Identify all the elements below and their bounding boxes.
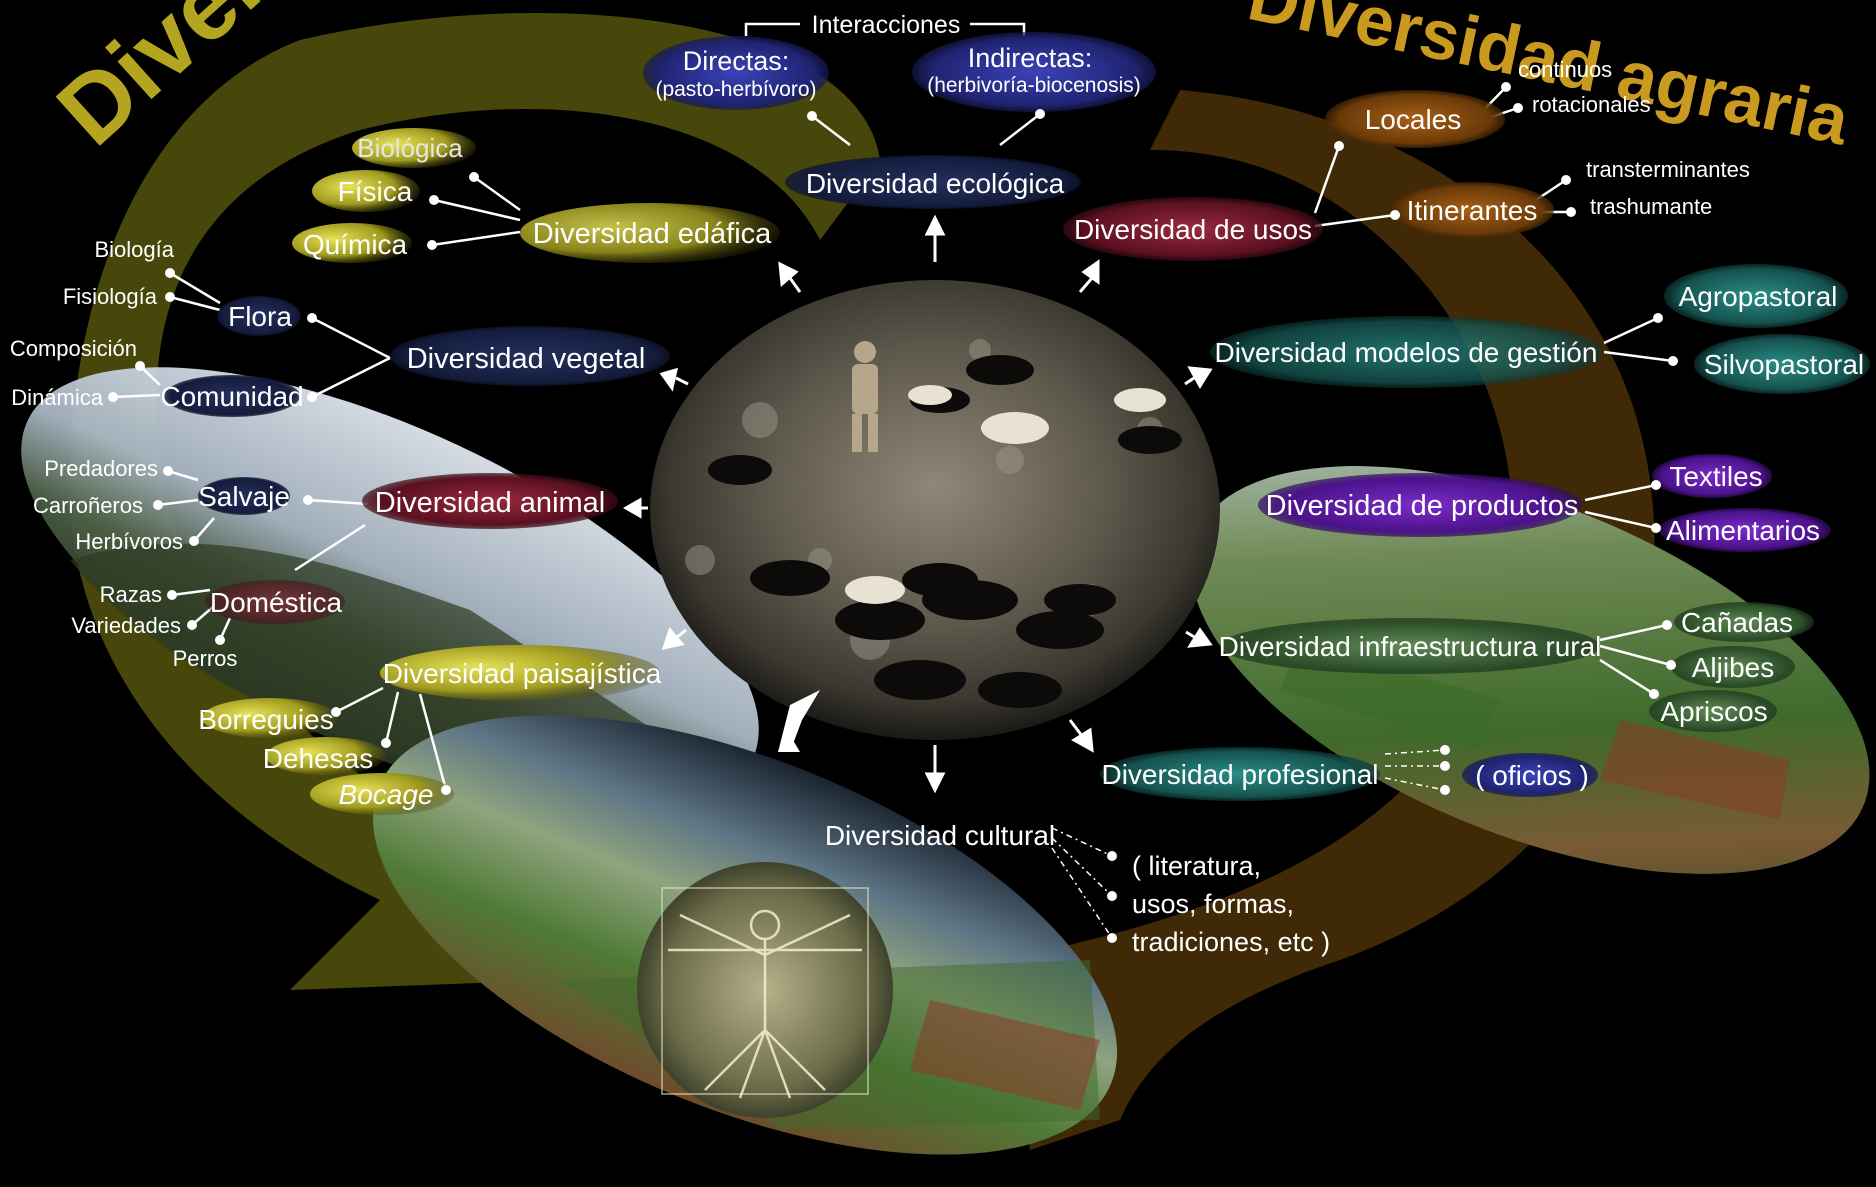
- bubble-borreguies: [202, 698, 338, 738]
- label-locales: Locales: [1365, 104, 1462, 135]
- label-itinerantes: Itinerantes: [1407, 195, 1538, 226]
- bubble-gestion: [1210, 316, 1602, 388]
- bubble-dehesas: [266, 737, 386, 775]
- label-rotacionales: rotacionales: [1532, 92, 1651, 117]
- bubble-comunidad: [164, 375, 300, 417]
- bubble-quimica: [292, 223, 412, 263]
- bubble-profesional: [1100, 747, 1380, 801]
- label-quimica: Química: [303, 229, 408, 260]
- bubble-locales: [1325, 90, 1505, 148]
- vitruvian-man-image: [637, 862, 893, 1118]
- label-vegetal: Diversidad vegetal: [407, 343, 646, 375]
- label-bocage: Bocage: [339, 779, 434, 810]
- label-salvaje: Salvaje: [198, 481, 290, 512]
- label-paisajistica: Diversidad paisajística: [383, 658, 662, 689]
- label-cultural: Diversidad cultural: [825, 820, 1055, 851]
- bubble-domestica: [205, 580, 345, 624]
- label-herbivoros: Herbívoros: [75, 529, 183, 554]
- label-edafica: Diversidad edáfica: [533, 218, 772, 250]
- label-apriscos: Apriscos: [1660, 696, 1767, 727]
- label-usos: Diversidad de usos: [1074, 214, 1312, 245]
- bubble-canadas: [1674, 602, 1814, 642]
- bubble-oficios: [1462, 753, 1598, 797]
- label-transterminantes: transterminantes: [1586, 157, 1750, 182]
- label-fisiologia: Fisiología: [63, 284, 158, 309]
- label-razas: Razas: [100, 582, 162, 607]
- bubble-apriscos: [1649, 690, 1777, 732]
- label-directas: Directas:: [683, 46, 790, 76]
- label-alimentarios: Alimentarios: [1666, 515, 1820, 546]
- bubble-aljibes: [1671, 646, 1795, 688]
- label-biologica: Biológica: [357, 133, 463, 163]
- label-interacciones: Interacciones: [812, 11, 961, 39]
- bubble-usos: [1063, 197, 1323, 261]
- label-oficios: ( oficios ): [1475, 760, 1589, 791]
- label-composicion: Composición: [10, 336, 137, 361]
- label-silvopastoral: Silvopastoral: [1704, 349, 1864, 380]
- bubble-biologica: [352, 128, 476, 168]
- bubble-textiles: [1652, 454, 1772, 498]
- bubble-agropastoral: [1664, 264, 1848, 328]
- label-trashumante: trashumante: [1590, 194, 1712, 219]
- dashed-connectors: [1051, 749, 1446, 939]
- label-directas-sub: (pasto-herbívoro): [655, 78, 816, 101]
- label-canadas: Cañadas: [1681, 607, 1793, 638]
- label-dinamica: Dinámica: [11, 385, 103, 410]
- label-indirectas-sub: (herbivoría-biocenosis): [927, 74, 1141, 97]
- label-carroneros: Carroñeros: [33, 493, 143, 518]
- bubble-directas: [643, 36, 829, 110]
- bubble-itinerantes: [1390, 182, 1554, 238]
- bubble-paisajistica: [380, 645, 660, 701]
- label-cultural-3: tradiciones, etc ): [1132, 927, 1330, 957]
- label-agropastoral: Agropastoral: [1679, 281, 1838, 312]
- bubble-animal: [362, 473, 618, 529]
- label-profesional: Diversidad profesional: [1101, 759, 1378, 790]
- bubble-vegetal: [390, 326, 670, 386]
- label-textiles: Textiles: [1669, 461, 1762, 492]
- green-swirl-arrow: [69, 12, 880, 990]
- bubble-salvaje: [198, 477, 290, 515]
- label-indirectas: Indirectas:: [968, 43, 1093, 73]
- label-flora: Flora: [228, 301, 292, 332]
- central-goats-photo: [650, 280, 1220, 740]
- label-predadores: Predadores: [44, 456, 158, 481]
- label-perros: Perros: [173, 646, 238, 671]
- bubble-alimentarios: [1659, 508, 1831, 552]
- bubbles: [164, 32, 1870, 815]
- label-continuos: continuos: [1518, 57, 1612, 82]
- bubble-flora: [217, 296, 301, 336]
- label-cultural-2: usos, formas,: [1132, 889, 1294, 919]
- bubble-ecologica: [785, 155, 1081, 209]
- bubble-bocage: [310, 773, 454, 815]
- label-ecologica: Diversidad ecológica: [806, 168, 1065, 199]
- bubble-indirectas: [912, 32, 1156, 112]
- labels: Interacciones Directas: (pasto-herbívoro…: [10, 11, 1864, 957]
- label-gestion: Diversidad modelos de gestión: [1215, 337, 1598, 368]
- label-infraestructura: Diversidad infraestructura rural: [1219, 631, 1602, 662]
- radial-arrows: [622, 214, 1213, 794]
- endpoint-dots: [108, 82, 1678, 943]
- goat-herd: [708, 355, 1182, 708]
- bubble-fisica: [312, 170, 420, 212]
- bubble-productos: [1258, 473, 1582, 537]
- bubble-silvopastoral: [1694, 334, 1870, 394]
- label-aljibes: Aljibes: [1692, 652, 1774, 683]
- label-dehesas: Dehesas: [263, 743, 374, 774]
- bubble-infraestructura: [1220, 618, 1600, 674]
- label-variedades: Variedades: [71, 613, 181, 638]
- bubble-edafica: [520, 203, 780, 263]
- label-comunidad: Comunidad: [160, 381, 303, 412]
- label-productos: Diversidad de productos: [1266, 490, 1579, 522]
- shepherd-figure: [852, 341, 878, 452]
- label-biologia: Biología: [94, 237, 174, 262]
- label-domestica: Doméstica: [210, 587, 343, 618]
- label-animal: Diversidad animal: [375, 487, 606, 519]
- label-cultural-1: ( literatura,: [1132, 851, 1261, 881]
- label-borreguies: Borreguies: [198, 704, 333, 735]
- label-fisica: Física: [338, 176, 413, 207]
